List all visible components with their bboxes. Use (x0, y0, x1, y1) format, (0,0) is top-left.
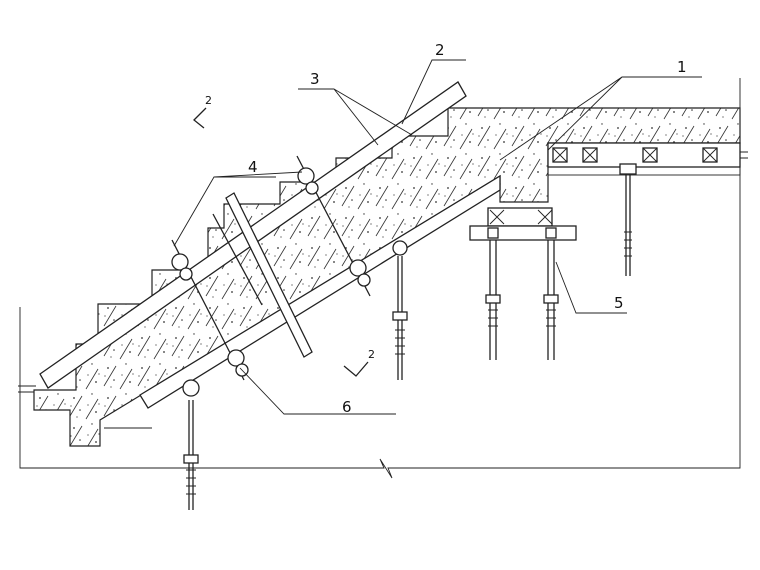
leader-lines (104, 59, 702, 429)
diagonal-brace (225, 192, 313, 358)
support-rods (182, 163, 637, 510)
section-mark-bottom-label: 2 (368, 348, 375, 361)
soffit-formwork-board (139, 174, 501, 409)
callout-2: 2 (435, 41, 445, 59)
joist-blocks (552, 147, 718, 163)
callout-5: 5 (614, 294, 624, 312)
boundary-lines (18, 78, 748, 479)
rod-landing-2 (543, 240, 559, 360)
rod-landing-3 (619, 163, 637, 276)
callout-4: 4 (248, 158, 258, 176)
landing-cushion-blocks (469, 207, 577, 241)
rod-left (182, 379, 200, 510)
callout-6: 6 (342, 398, 352, 416)
section-marks (193, 107, 369, 377)
callout-3: 3 (310, 70, 320, 88)
section-mark-top-label: 2 (205, 94, 212, 107)
rod-mid (392, 240, 408, 380)
rod-landing-1 (485, 240, 501, 360)
callout-1: 1 (677, 58, 687, 76)
clamp-fixings (171, 167, 371, 377)
